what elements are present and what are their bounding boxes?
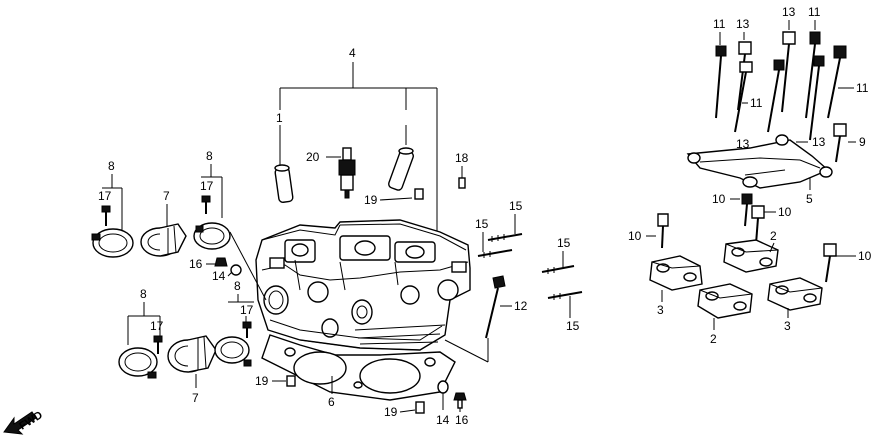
cylinder-head [255, 219, 471, 351]
callout-15-a: 15 [509, 199, 523, 213]
callout-3-right: 3 [784, 319, 791, 333]
bolt-11-d [827, 45, 847, 119]
fwd-arrow-icon: FWD [3, 409, 45, 435]
washer-14-bottom [437, 380, 449, 394]
clamp-8-bottommid [214, 336, 252, 367]
bolt-9 [833, 123, 847, 163]
cam-holder-2-top [723, 239, 779, 273]
cam-holder-3-right [767, 277, 823, 311]
bolt-16-left [214, 257, 228, 267]
oil-pipe-plate-5 [686, 134, 833, 189]
callout-19-top: 19 [364, 193, 378, 207]
bolt-10-b [751, 205, 765, 245]
callout-4-bracket [279, 62, 438, 240]
fwd-label: FWD [17, 409, 45, 432]
stud-15-c [541, 265, 575, 274]
callout-19-bottom: 19 [384, 405, 398, 419]
callout-10-a: 10 [712, 192, 726, 206]
dowel-pin-19-top [414, 188, 424, 200]
callout-17-mid: 17 [240, 303, 254, 317]
intake-joint-7-bottom [167, 335, 217, 373]
valve-guide-right [388, 147, 414, 191]
callout-14-bottom: 14 [436, 413, 450, 427]
callout-7-top: 7 [163, 189, 170, 203]
callout-11-b: 11 [808, 5, 821, 19]
callout-13-d: 13 [812, 135, 826, 149]
callout-18: 18 [455, 151, 469, 165]
bolt-10-c [657, 213, 669, 249]
bolt-10-d [823, 243, 837, 283]
dowel-pin-18 [458, 177, 466, 189]
dowel-pin-19-bottom [415, 401, 425, 414]
callout-13-a: 13 [736, 17, 750, 31]
stud-15-d [547, 291, 583, 300]
clamp-8-topleft [91, 228, 134, 258]
callout-3-left: 3 [657, 303, 664, 317]
callout-13-c: 13 [736, 137, 750, 151]
bolt-16-bottom [453, 392, 467, 409]
cam-holder-2-bottom [697, 283, 753, 319]
callout-17-topleft: 17 [98, 189, 112, 203]
screw-17-mid [242, 321, 252, 338]
callout-15-c: 15 [557, 236, 571, 250]
stud-15-b [477, 249, 513, 258]
callout-4: 4 [349, 46, 356, 60]
callout-7-bottom: 7 [192, 391, 199, 405]
callout-8-topmid: 8 [206, 149, 213, 163]
callout-19-left: 19 [255, 374, 269, 388]
callout-20: 20 [306, 150, 320, 164]
callout-8-topleft: 8 [108, 159, 115, 173]
screw-17-bottomleft [153, 335, 163, 354]
callout-11-c: 11 [750, 96, 763, 110]
callout-12: 12 [514, 299, 528, 313]
head-gasket [261, 334, 456, 401]
bolt-10-a [741, 193, 753, 227]
callout-5: 5 [806, 192, 813, 206]
valve-guide-left [274, 164, 294, 203]
callout-2-top: 2 [770, 229, 777, 243]
bolt-11-c [767, 59, 785, 133]
callout-17-bottomleft: 17 [150, 319, 164, 333]
callout-15-d: 15 [566, 319, 580, 333]
intake-joint-7-top [140, 223, 187, 257]
callout-10-c: 10 [628, 229, 642, 243]
callout-14-left: 14 [212, 269, 226, 283]
bolt-12 [485, 275, 506, 339]
clamp-8-topmid [193, 222, 231, 250]
callout-2-bottom: 2 [710, 332, 717, 346]
callout-10-d: 10 [858, 249, 872, 263]
callout-11-d: 11 [856, 81, 869, 95]
dowel-pin-19-left [286, 375, 296, 387]
callout-1: 1 [276, 111, 283, 125]
spark-plug [338, 147, 356, 199]
bolt-13-c [734, 61, 753, 133]
bolt-13-b [781, 31, 796, 113]
callout-16-bottom: 16 [455, 413, 469, 427]
callout-15-b: 15 [475, 217, 489, 231]
bolt-13-d [809, 55, 825, 141]
callout-8-mid: 8 [234, 279, 241, 293]
clamp-8-bottomleft [118, 347, 158, 379]
callout-11-a: 11 [713, 17, 726, 31]
screw-17-topmid [201, 195, 211, 214]
callout-9: 9 [859, 135, 866, 149]
callout-10-b: 10 [778, 205, 792, 219]
callout-8-bottomleft: 8 [140, 287, 147, 301]
screw-17-topleft [101, 205, 111, 226]
stud-15-a [487, 233, 523, 242]
callout-13-b: 13 [782, 5, 796, 19]
bolt-11-a [715, 45, 727, 119]
callout-17-topmid: 17 [200, 179, 214, 193]
callout-6: 6 [328, 395, 335, 409]
cam-holder-3-left [649, 255, 703, 291]
washer-14-left [230, 264, 242, 276]
callout-16-left: 16 [189, 257, 203, 271]
